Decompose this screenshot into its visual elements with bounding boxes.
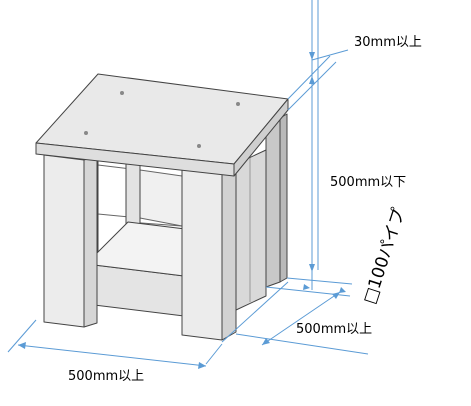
arrowheads [18, 52, 346, 369]
dimension-lines [7, 0, 369, 367]
front-right-leg [181, 163, 237, 341]
bolt-hole [120, 91, 124, 95]
front-left-leg [43, 154, 98, 328]
dimension-depth-label: 500mm以上 [296, 322, 372, 337]
dimension-height-label: 500mm以下 [330, 175, 406, 190]
bolt-hole [197, 144, 201, 148]
back-right-leg [265, 113, 288, 288]
stand [35, 73, 289, 341]
pipe-spec-label: □100パイプ [360, 206, 410, 307]
dimension-top-gap-label: 30mm以上 [354, 35, 422, 50]
right-side-leg [235, 149, 267, 311]
dimension-width-label: 500mm以上 [68, 369, 144, 384]
top-board [35, 73, 289, 177]
bolt-hole [84, 131, 88, 135]
bolt-hole [236, 102, 240, 106]
